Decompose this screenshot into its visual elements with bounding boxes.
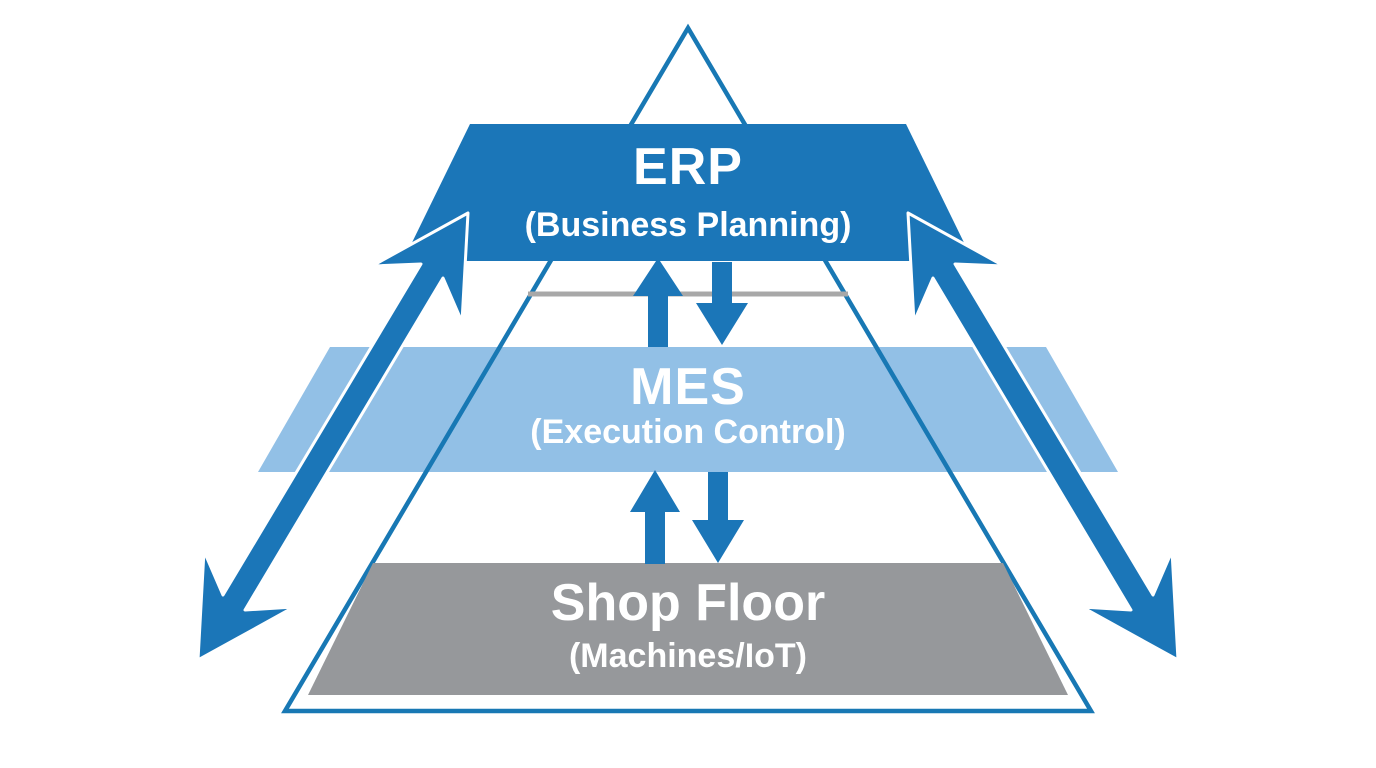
left-bidirectional-arrow-icon (196, 211, 470, 662)
pyramid-outline (281, 23, 1095, 714)
erp-level-subtitle: (Business Planning) (524, 206, 852, 244)
down-arrow-erp-mes-icon (696, 262, 748, 345)
down-arrow-mes-shopfloor-icon (692, 472, 744, 563)
shopfloor-level-title: Shop Floor (550, 574, 826, 632)
up-arrow-mes-shopfloor-icon (630, 470, 680, 564)
mes-level-title: MES (630, 358, 746, 416)
right-bidirectional-arrow-icon (906, 211, 1180, 662)
erp-level-title: ERP (633, 138, 743, 196)
mes-level-subtitle: (Execution Control) (530, 413, 846, 451)
erp-band (403, 124, 973, 261)
shopfloor-level-subtitle: (Machines/IoT) (568, 637, 808, 675)
shop-floor-band (308, 563, 1068, 695)
mes-band (258, 347, 1118, 472)
up-arrow-erp-mes-icon (633, 258, 683, 347)
